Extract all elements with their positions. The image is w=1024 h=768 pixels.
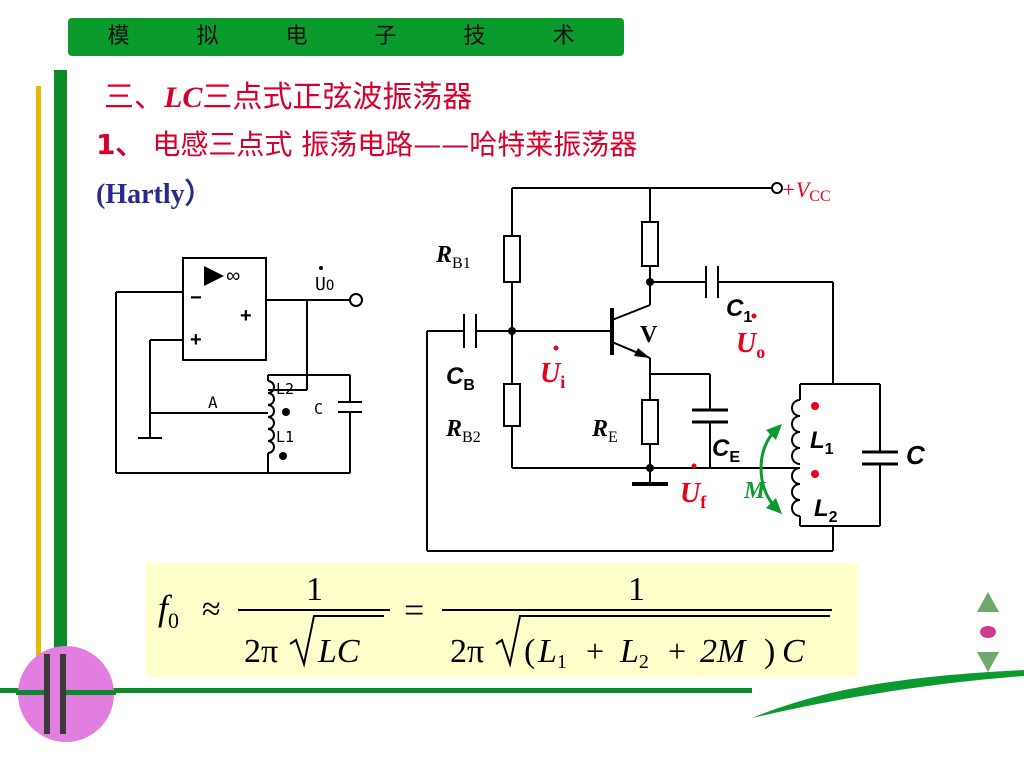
l2-polarity-dot bbox=[811, 470, 819, 478]
coupling-arc bbox=[759, 428, 778, 510]
emitter-arrow-icon bbox=[634, 348, 650, 358]
opamp-box bbox=[182, 257, 267, 361]
formula-open-paren: ( bbox=[524, 633, 535, 670]
formula-one-b: 1 bbox=[628, 571, 645, 608]
nav-up-icon[interactable] bbox=[977, 592, 999, 612]
formula-one-a: 1 bbox=[306, 571, 323, 608]
uo-label: Uo bbox=[736, 328, 765, 362]
opamp-l2-label: L2 bbox=[276, 380, 294, 398]
opamp-plus-b: + bbox=[190, 329, 202, 351]
opamp-minus: − bbox=[190, 287, 202, 309]
opamp-tank-dot-2 bbox=[279, 452, 287, 460]
formula-2m: 2M bbox=[700, 633, 747, 670]
ui-dot bbox=[553, 345, 559, 351]
bottom-green-line bbox=[0, 688, 752, 693]
uo-dot bbox=[751, 313, 757, 319]
hartley-circuit bbox=[426, 187, 898, 552]
formula-plus1: + bbox=[586, 633, 604, 669]
tank-c-label: C bbox=[906, 440, 926, 470]
opamp-uo-dot bbox=[319, 266, 323, 270]
green-swoosh bbox=[752, 670, 1024, 718]
c1-label: C1 bbox=[726, 295, 752, 326]
formula-lines bbox=[238, 609, 832, 668]
formula-two-pi-a: 2π bbox=[244, 633, 278, 670]
formula-text: f0 ≈ 1 2π LC = 1 2π ( L1 + L2 + 2M ) C bbox=[158, 571, 805, 673]
banner-title: 模 拟 电 子 技 术 bbox=[107, 24, 605, 49]
opamp-infinity: ∞ bbox=[226, 265, 240, 287]
opamp-plus-a: + bbox=[240, 305, 252, 327]
title-banner: 模 拟 电 子 技 术 bbox=[68, 18, 624, 56]
section-suffix: 三点式正弦波振荡器 bbox=[202, 80, 473, 115]
l1-label: L1 bbox=[810, 427, 834, 458]
section-prefix: 三、 bbox=[104, 80, 164, 115]
formula-c: C bbox=[782, 633, 805, 670]
nav-down-icon[interactable] bbox=[977, 652, 999, 672]
decor-lead-right bbox=[66, 690, 116, 695]
opamp-tank-dot bbox=[282, 408, 290, 416]
formula-lc: LC bbox=[317, 633, 360, 670]
nav-home-icon[interactable] bbox=[980, 626, 996, 638]
opamp-c-label: C bbox=[314, 400, 323, 418]
formula-close-paren: ) bbox=[764, 633, 775, 670]
section-heading: 三、LC三点式正弦波振荡器 bbox=[104, 72, 472, 116]
opamp-a-label: A bbox=[208, 393, 218, 412]
subsection-heading: 1、 电感三点式 振荡电路——哈特莱振荡器 bbox=[96, 123, 637, 163]
rb1-label: RB1 bbox=[435, 242, 471, 272]
collector-junction-dot bbox=[646, 278, 654, 286]
re-label: RE bbox=[591, 416, 618, 446]
l2-label: L2 bbox=[814, 495, 838, 526]
opamp-triangle-icon bbox=[204, 266, 224, 286]
formula-box bbox=[146, 563, 858, 677]
ui-label: Ui bbox=[540, 358, 565, 392]
formula-l1: L1 bbox=[537, 633, 567, 673]
uf-label: Uf bbox=[680, 478, 707, 512]
formula-plus2: + bbox=[668, 633, 686, 669]
l1-polarity-dot bbox=[811, 402, 819, 410]
subsection-number: 1、 bbox=[96, 128, 144, 161]
base-junction-dot bbox=[508, 327, 516, 335]
transistor-v-label: V bbox=[640, 322, 658, 348]
vcc-terminal bbox=[771, 182, 783, 194]
decor-plate-right bbox=[60, 654, 66, 734]
cb-label: CB bbox=[446, 363, 475, 394]
formula-two-pi-b: 2π bbox=[450, 633, 484, 670]
vcc-label: +VCC bbox=[781, 177, 831, 205]
formula-approx: ≈ bbox=[202, 591, 221, 628]
mutual-m-label: M bbox=[743, 478, 767, 504]
opamp-diagram bbox=[115, 257, 363, 474]
formula-eq: = bbox=[404, 590, 424, 630]
decor-lead-left bbox=[16, 690, 44, 695]
formula-l2: L2 bbox=[619, 633, 649, 673]
opamp-uo-label: UO bbox=[315, 274, 334, 295]
coupling-arrow-bottom-icon bbox=[766, 498, 782, 514]
left-green-bar bbox=[54, 70, 67, 676]
emitter-junction-dot bbox=[646, 464, 654, 472]
rb2-label: RB2 bbox=[445, 416, 481, 446]
subsection-text: 电感三点式 振荡电路——哈特莱振荡器 bbox=[143, 128, 638, 161]
opamp-l1-label: L1 bbox=[276, 428, 294, 446]
uf-dot bbox=[691, 463, 697, 469]
decor-plate-left bbox=[44, 654, 50, 734]
section-lc: LC bbox=[164, 81, 203, 114]
hartly-label: (Hartly） bbox=[96, 179, 213, 210]
left-gold-bar bbox=[36, 86, 41, 676]
ce-label: CE bbox=[712, 435, 740, 466]
coupling-arrow-top-icon bbox=[766, 424, 782, 440]
